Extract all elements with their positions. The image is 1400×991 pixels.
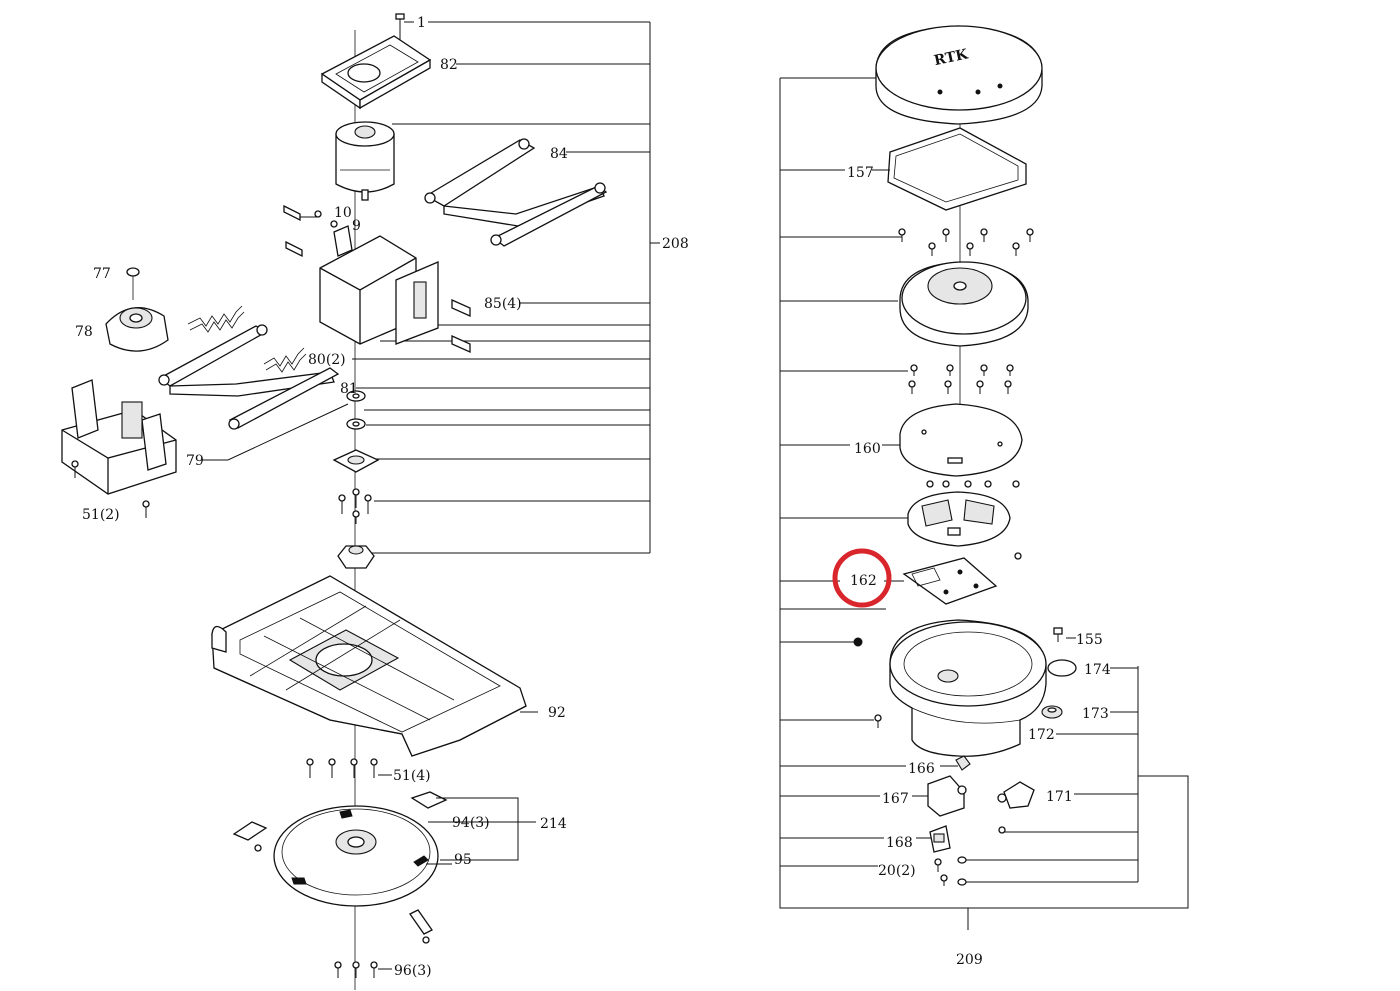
bottom-assembly: [211, 575, 538, 978]
spring-icon: [187, 305, 307, 373]
callout-81: 81: [340, 381, 358, 397]
blade-icon: [232, 791, 448, 935]
callout-80-2: 80(2): [308, 352, 346, 368]
callout-174: 174: [1084, 662, 1111, 678]
motor-icon: [335, 121, 395, 201]
rtk-cover-icon: RTK: [875, 25, 1043, 125]
callout-10: 10: [334, 205, 352, 221]
nut-icon: [853, 637, 863, 647]
washer-icon: [346, 390, 366, 430]
callout-51-4: 51(4): [393, 768, 431, 784]
callout-85-4: 85(4): [484, 296, 522, 312]
callout-166: 166: [908, 761, 935, 777]
rtk-label: RTK: [933, 46, 970, 69]
callout-167: 167: [882, 791, 909, 807]
callout-79: 79: [186, 453, 204, 469]
flange-icon: [332, 449, 380, 473]
cover-plate-icon: [320, 35, 432, 110]
clip-icon: [929, 825, 951, 853]
gasket-icon: [887, 127, 1027, 211]
callout-96-3: 96(3): [394, 963, 432, 979]
grommet-icon: [1041, 705, 1063, 719]
callout-95: 95: [454, 852, 472, 868]
screw-icon: [451, 298, 471, 354]
housing-icon: [889, 619, 1047, 757]
bracket-icon: [927, 775, 967, 817]
group-label-208: 208: [662, 236, 689, 252]
callout-155: 155: [1076, 632, 1103, 648]
gearbox-housing-icon: [319, 225, 439, 345]
screw-icon: [283, 204, 338, 258]
left-assembly: [61, 13, 660, 990]
screw-icon: [908, 364, 1014, 394]
nut-icon: [955, 755, 971, 771]
highlight-circle: [832, 548, 892, 608]
callout-168: 168: [886, 835, 913, 851]
circuit-board-icon: [907, 491, 1011, 547]
callout-173: 173: [1082, 706, 1109, 722]
callout-20-2: 20(2): [878, 863, 916, 879]
callout-160: 160: [854, 441, 881, 457]
callout-84: 84: [550, 146, 568, 162]
screw-icon: [898, 228, 1034, 256]
pcb-icon: [902, 557, 998, 605]
callout-172: 172: [1028, 727, 1055, 743]
screw-icon: [926, 480, 1022, 560]
screw-icon: [934, 826, 1006, 886]
sensor-icon: [997, 781, 1035, 809]
callout-162: 162: [850, 573, 877, 589]
callout-94-3: 94(3): [452, 815, 490, 831]
callout-1: 1: [417, 15, 426, 31]
antenna-plate-icon: [899, 261, 1029, 347]
base-bracket-icon: [61, 379, 177, 495]
gear-icon: [126, 267, 140, 300]
screw-icon: [395, 13, 414, 40]
cam-icon: [105, 307, 169, 352]
chassis-icon: [211, 575, 527, 757]
callout-171: 171: [1046, 789, 1073, 805]
screw-icon: [338, 488, 372, 524]
callout-51-2: 51(2): [82, 507, 120, 523]
screw-icon: [254, 844, 430, 978]
group-label-209: 209: [956, 952, 983, 968]
callout-214: 214: [540, 816, 567, 832]
callout-92: 92: [548, 705, 566, 721]
arm-frame-icon: [424, 138, 608, 247]
screw-icon: [874, 714, 882, 722]
callout-78: 78: [75, 324, 93, 340]
blade-disk-icon: [273, 805, 439, 907]
callout-82: 82: [440, 57, 458, 73]
callout-labels: 1 82 84 10 9 85(4) 77 78 80(2) 81 79 51(…: [75, 15, 1111, 979]
callout-77: 77: [93, 266, 111, 282]
arm-frame-icon: [158, 324, 340, 430]
screw-icon: [306, 758, 378, 778]
o-ring-icon: [1047, 659, 1077, 677]
right-assembly: RTK: [779, 25, 1189, 930]
screw-icon: [1053, 627, 1063, 642]
callout-157: 157: [847, 165, 874, 181]
callout-9: 9: [352, 218, 361, 234]
nut-icon: [337, 545, 375, 569]
mounting-plate-icon: [899, 403, 1023, 477]
screw-icon: [71, 460, 150, 518]
